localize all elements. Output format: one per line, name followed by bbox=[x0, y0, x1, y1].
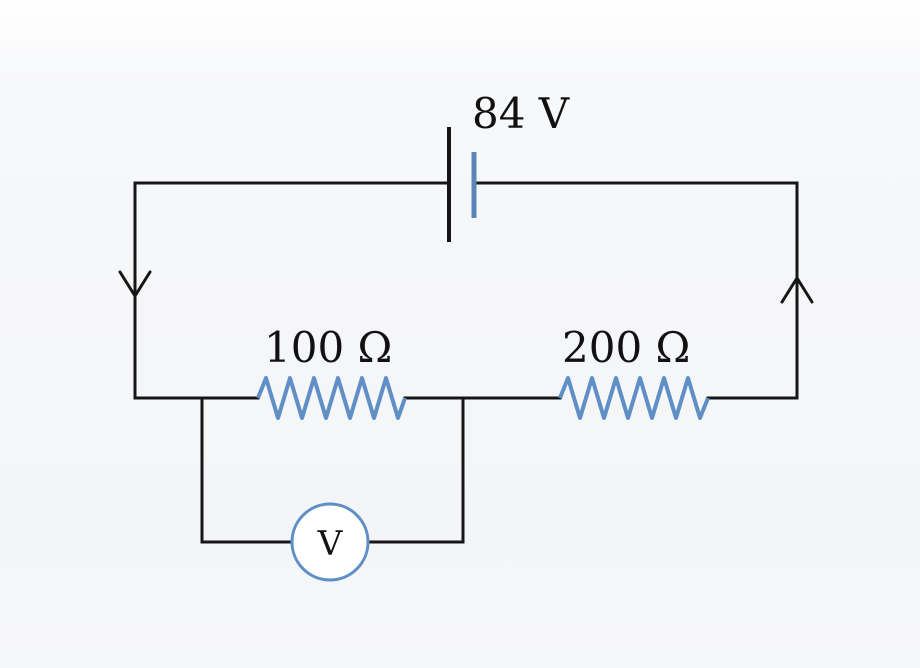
voltmeter bbox=[290, 502, 370, 582]
arrow-down-icon bbox=[118, 270, 152, 298]
voltmeter-branch-right bbox=[366, 396, 465, 544]
battery-label: 84 V bbox=[472, 89, 570, 138]
resistor-200-label: 200 Ω bbox=[562, 323, 690, 372]
arrow-up-icon bbox=[780, 276, 814, 304]
resistor-200-ohm bbox=[558, 376, 710, 420]
voltmeter-label: V bbox=[317, 524, 344, 564]
resistor-100-label: 100 Ω bbox=[264, 323, 392, 372]
voltmeter-branch-left bbox=[200, 396, 294, 544]
resistor-100-ohm bbox=[256, 376, 407, 420]
